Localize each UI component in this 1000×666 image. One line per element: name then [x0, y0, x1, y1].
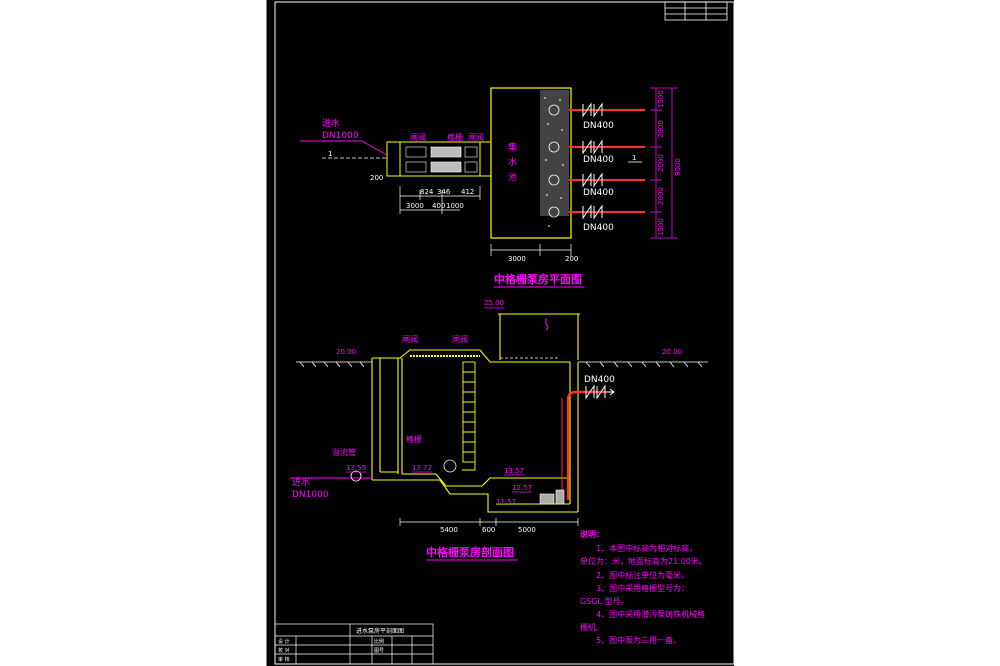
plan-well-label-1: 集	[508, 141, 517, 153]
plan-mid-dim-2: 346	[437, 188, 451, 196]
section-overflow-label: 溢流管	[332, 447, 356, 457]
plan-right-dim-5: 1500	[657, 218, 665, 236]
section-elev-2: 13.72	[412, 464, 432, 472]
plan-mid-dim-1: 824	[420, 188, 434, 196]
section-gate-right: 闸阀	[452, 335, 468, 344]
inner-frame	[274, 1, 735, 665]
plan-mid-dim-3: 412	[461, 188, 474, 196]
plan-well-label-2: 水	[508, 156, 517, 168]
notes-line-3: 2、图中标注单位为毫米。	[596, 570, 689, 580]
plan-bottom-dim-1: 3000	[508, 255, 526, 263]
plan-inlet-pipe	[300, 140, 388, 156]
titleblock-cell-3: 审 核	[278, 656, 290, 663]
notes-line-8: 5、图中泵为三用一备。	[596, 635, 681, 645]
plan-discharge-pipes	[569, 102, 645, 220]
section-ladder	[462, 361, 476, 471]
plan-lower-dim-2: 400	[432, 202, 445, 210]
plan-lower-dim-lines	[399, 186, 481, 214]
section-inlet-pipe	[290, 470, 372, 482]
titleblock-cell-1: 设 计	[278, 638, 290, 645]
plan-lower-dim-1: 3000	[406, 202, 424, 210]
plan-title: 中格栅泵房平面图	[494, 272, 582, 286]
section-dim-2: 600	[482, 526, 495, 534]
section-dim-lines	[399, 518, 579, 526]
plan-view: 集 水 池 DN400 DN400 DN400 DN400	[300, 87, 682, 288]
plan-grille-label: 格栅	[447, 132, 463, 142]
plan-right-dim-4: 2000	[657, 187, 665, 205]
plan-grille-units	[405, 146, 478, 173]
notes-heading: 说明：	[580, 529, 604, 539]
notes-line-7: 栅机。	[580, 622, 604, 632]
title-block: 进水泵房平剖面图 设 计 校 对 审 核 比例 图号	[274, 623, 434, 665]
notes-line-1: 1、本图中标高为相对标高，	[596, 543, 697, 553]
plan-right-dim-1: 1500	[657, 90, 665, 108]
plan-pipe-label-2: DN400	[583, 155, 614, 165]
plan-pump-circles	[548, 104, 560, 218]
section-ground-left: 20.00	[336, 348, 356, 356]
plan-right-dim-3: 2000	[657, 154, 665, 172]
plan-right-dims	[650, 87, 678, 239]
section-grille-label: 格栅	[406, 434, 422, 444]
plan-dotted-fill	[544, 97, 564, 227]
section-top-elev: 25.00	[484, 299, 504, 307]
notes-line-5: GSGL 型号。	[580, 597, 628, 606]
section-gate-left: 闸阀	[402, 335, 418, 344]
notes-block: 说明： 1、本图中标高为相对标高， 单位为：米，地面标高为21.00米。 2、图…	[580, 529, 707, 645]
section-pump	[539, 489, 565, 505]
section-grille-wheel	[443, 459, 457, 473]
section-title: 中格栅泵房剖面图	[426, 545, 514, 559]
titleblock-cell-4: 比例	[374, 638, 384, 645]
section-dim-1: 5400	[440, 526, 458, 534]
section-view: 20.00 20.00 25.00	[290, 299, 708, 561]
section-elev-1: 13.59	[346, 464, 366, 472]
plan-gate2-label: 闸阀	[468, 133, 484, 142]
top-corner-box	[664, 1, 728, 21]
plan-inlet-channel	[386, 141, 492, 177]
plan-right-total: 9000	[674, 158, 682, 176]
notes-line-2: 单位为：米，地面标高为21.00米。	[580, 556, 707, 566]
section-dn400: DN400	[584, 375, 615, 385]
plan-inlet-dn: DN1000	[322, 131, 359, 141]
plan-bottom-dim-lines	[490, 244, 572, 256]
plan-lower-dim-3: 1000	[446, 202, 464, 210]
section-discharge-riser	[561, 384, 615, 500]
plan-pump-zone	[540, 90, 569, 216]
section-crane-hook	[545, 318, 549, 331]
section-superstructure	[498, 313, 580, 360]
plan-dim-200: 200	[370, 174, 383, 182]
plan-pipe-label-1: DN400	[583, 121, 614, 131]
plan-section-mark-right: 1	[632, 154, 636, 162]
plan-right-dim-2: 2000	[657, 120, 665, 138]
section-walls	[371, 349, 579, 513]
titleblock-drawing-name: 进水泵房平剖面图	[356, 627, 404, 635]
notes-line-4: 3、图中采用格栅型号为：	[596, 583, 689, 593]
section-ground	[296, 361, 708, 368]
plan-well-label-3: 池	[508, 171, 517, 183]
section-elev-4: 12.57	[512, 484, 532, 492]
plan-inlet-label: 进水	[322, 117, 340, 129]
section-ground-right: 20.00	[662, 348, 682, 356]
section-elev-3: 13.57	[504, 467, 524, 475]
plan-bottom-dim-3: 200	[565, 255, 578, 263]
notes-line-6: 4、图中采用潜污泵铸铁机械格	[596, 609, 705, 619]
section-inlet-label: 进水	[292, 476, 310, 488]
titleblock-cell-2: 校 对	[278, 647, 290, 654]
titleblock-cell-5: 图号	[374, 648, 384, 654]
section-dim-3: 5000	[518, 526, 536, 534]
section-inlet-dn: DN1000	[292, 490, 329, 500]
section-elev-marks	[346, 471, 532, 493]
plan-pipe-label-3: DN400	[583, 188, 614, 198]
plan-pipe-label-4: DN400	[583, 223, 614, 233]
plan-gate-label: 闸阀	[410, 133, 426, 142]
plan-section-mark-left: 1	[328, 150, 332, 158]
section-elev-5: 11.57	[496, 498, 516, 506]
